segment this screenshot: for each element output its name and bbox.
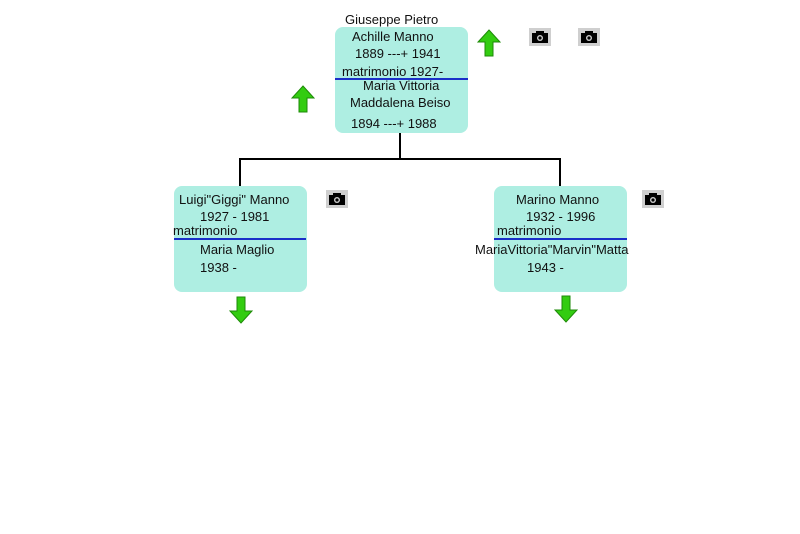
arrow-up-icon[interactable]	[477, 29, 501, 57]
parents-card[interactable]	[335, 27, 468, 133]
spouse-dates: 1943 -	[527, 260, 564, 275]
child-marriage-line	[174, 238, 306, 240]
child-marriage: matrimonio	[173, 223, 238, 238]
child-marriage: matrimonio	[497, 223, 562, 238]
spouse-name: Maria Maglio	[200, 242, 275, 257]
parents-marriage: matrimonio 1927-	[342, 64, 444, 79]
child-name: Marino Manno	[516, 192, 600, 207]
camera-icon[interactable]	[529, 28, 551, 46]
arrow-down-icon[interactable]	[229, 296, 253, 324]
spouse-name: MariaVittoria"Marvin"Matta	[475, 242, 629, 257]
connector-right-child	[559, 158, 561, 186]
father-name-line2: Achille Manno	[352, 29, 434, 44]
connector-left-child	[239, 158, 241, 186]
connector-horizontal	[239, 158, 561, 160]
child-dates: 1932 - 1996	[526, 209, 596, 224]
mother-name-line2: Maddalena Beiso	[350, 95, 451, 110]
father-dates: 1889 ---+ 1941	[355, 46, 441, 61]
parents-marriage-line	[335, 78, 468, 80]
child-marriage-line	[494, 238, 627, 240]
spouse-dates: 1938 -	[200, 260, 237, 275]
camera-icon[interactable]	[642, 190, 664, 208]
camera-icon[interactable]	[578, 28, 600, 46]
mother-dates: 1894 ---+ 1988	[351, 116, 437, 131]
connector-parent-stem	[399, 132, 401, 159]
child-dates: 1927 - 1981	[200, 209, 270, 224]
father-name-line1: Giuseppe Pietro	[345, 12, 439, 27]
camera-icon[interactable]	[326, 190, 348, 208]
arrow-down-icon[interactable]	[554, 295, 578, 323]
arrow-up-icon[interactable]	[291, 85, 315, 113]
child-name: Luigi"Giggi" Manno	[179, 192, 290, 207]
mother-name-line1: Maria Vittoria	[363, 78, 440, 93]
